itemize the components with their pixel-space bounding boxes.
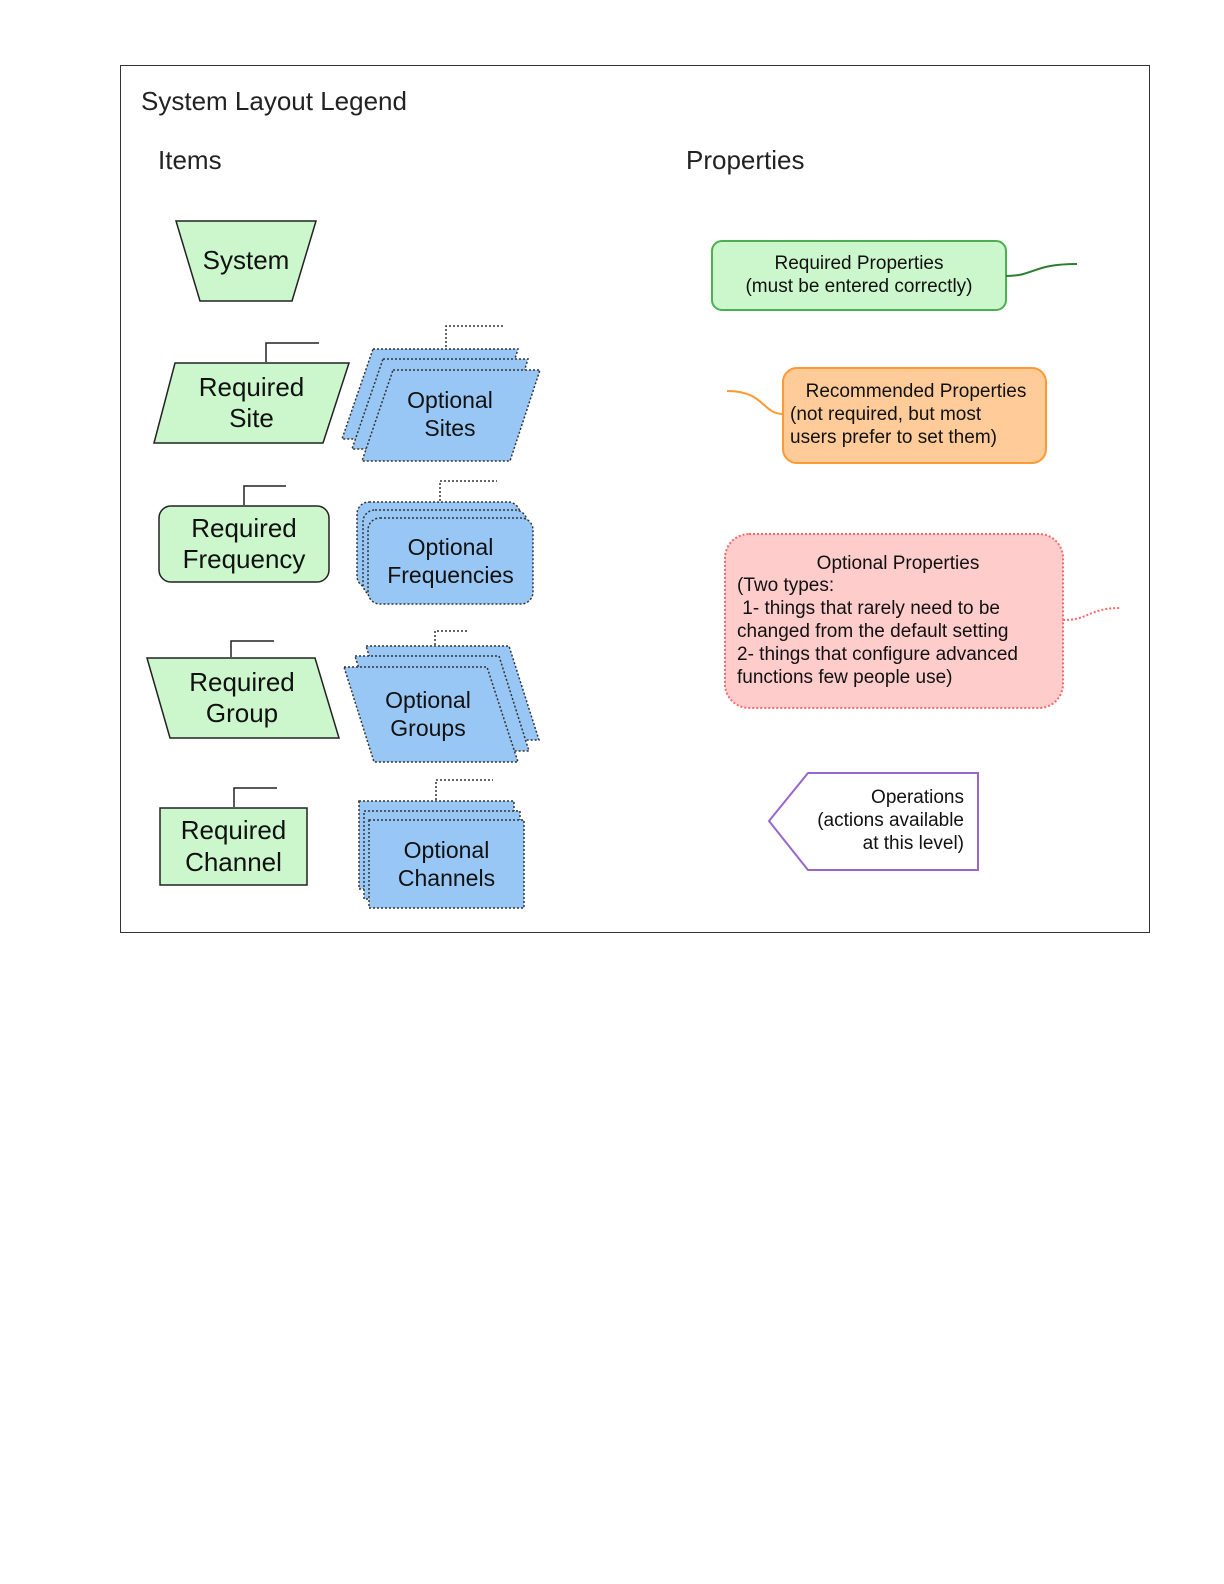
optional-groups-connector [434,630,468,645]
optional-sites-connector [445,325,503,347]
optional-properties-shape [724,533,1064,709]
properties-heading: Properties [686,145,805,175]
required-channel-label: Required Channel [180,815,287,877]
optional-channels-label: Optional Channels [397,837,496,891]
optional-channels-connector [435,779,493,800]
required-site-label: Required Site [198,371,305,433]
required-site-shape [153,362,351,444]
required-channel-connector [233,787,277,807]
optional-properties-tail [1062,607,1122,621]
required-group-label: Required Group [189,666,295,728]
legend-title: System Layout Legend [141,86,407,116]
required-frequency-connector [243,485,286,505]
operations-shape [767,772,979,871]
required-frequency-shape [158,505,330,583]
required-properties-tail [1005,263,1078,277]
optional-frequencies-connector [439,480,497,501]
optional-sites-stack [340,348,542,462]
operations-label: Operations (actions available at this le… [817,787,964,854]
optional-channels-stack [358,800,525,909]
recommended-properties-tail [726,390,784,415]
optional-frequencies-label: Optional Frequencies [387,534,514,588]
required-group-connector [230,640,274,657]
optional-properties-label: Optional Properties (Two types: 1- thing… [737,552,1018,688]
items-heading: Items [158,145,222,175]
system-shape [174,220,318,302]
optional-groups-label: Optional Groups [385,687,471,741]
optional-groups-stack [342,645,541,763]
optional-frequencies-stack [356,501,534,605]
required-group-shape [146,657,341,739]
required-channel-shape [159,807,308,886]
system-label: System [202,245,290,276]
required-site-connector [265,342,319,362]
required-frequency-label: Required Frequency [182,512,306,574]
optional-sites-label: Optional Sites [407,387,493,441]
required-properties-label: Required Properties (must be entered cor… [745,252,973,297]
recommended-properties-shape [782,367,1047,464]
recommended-properties-label: Recommended Properties (not required, bu… [790,381,1027,448]
